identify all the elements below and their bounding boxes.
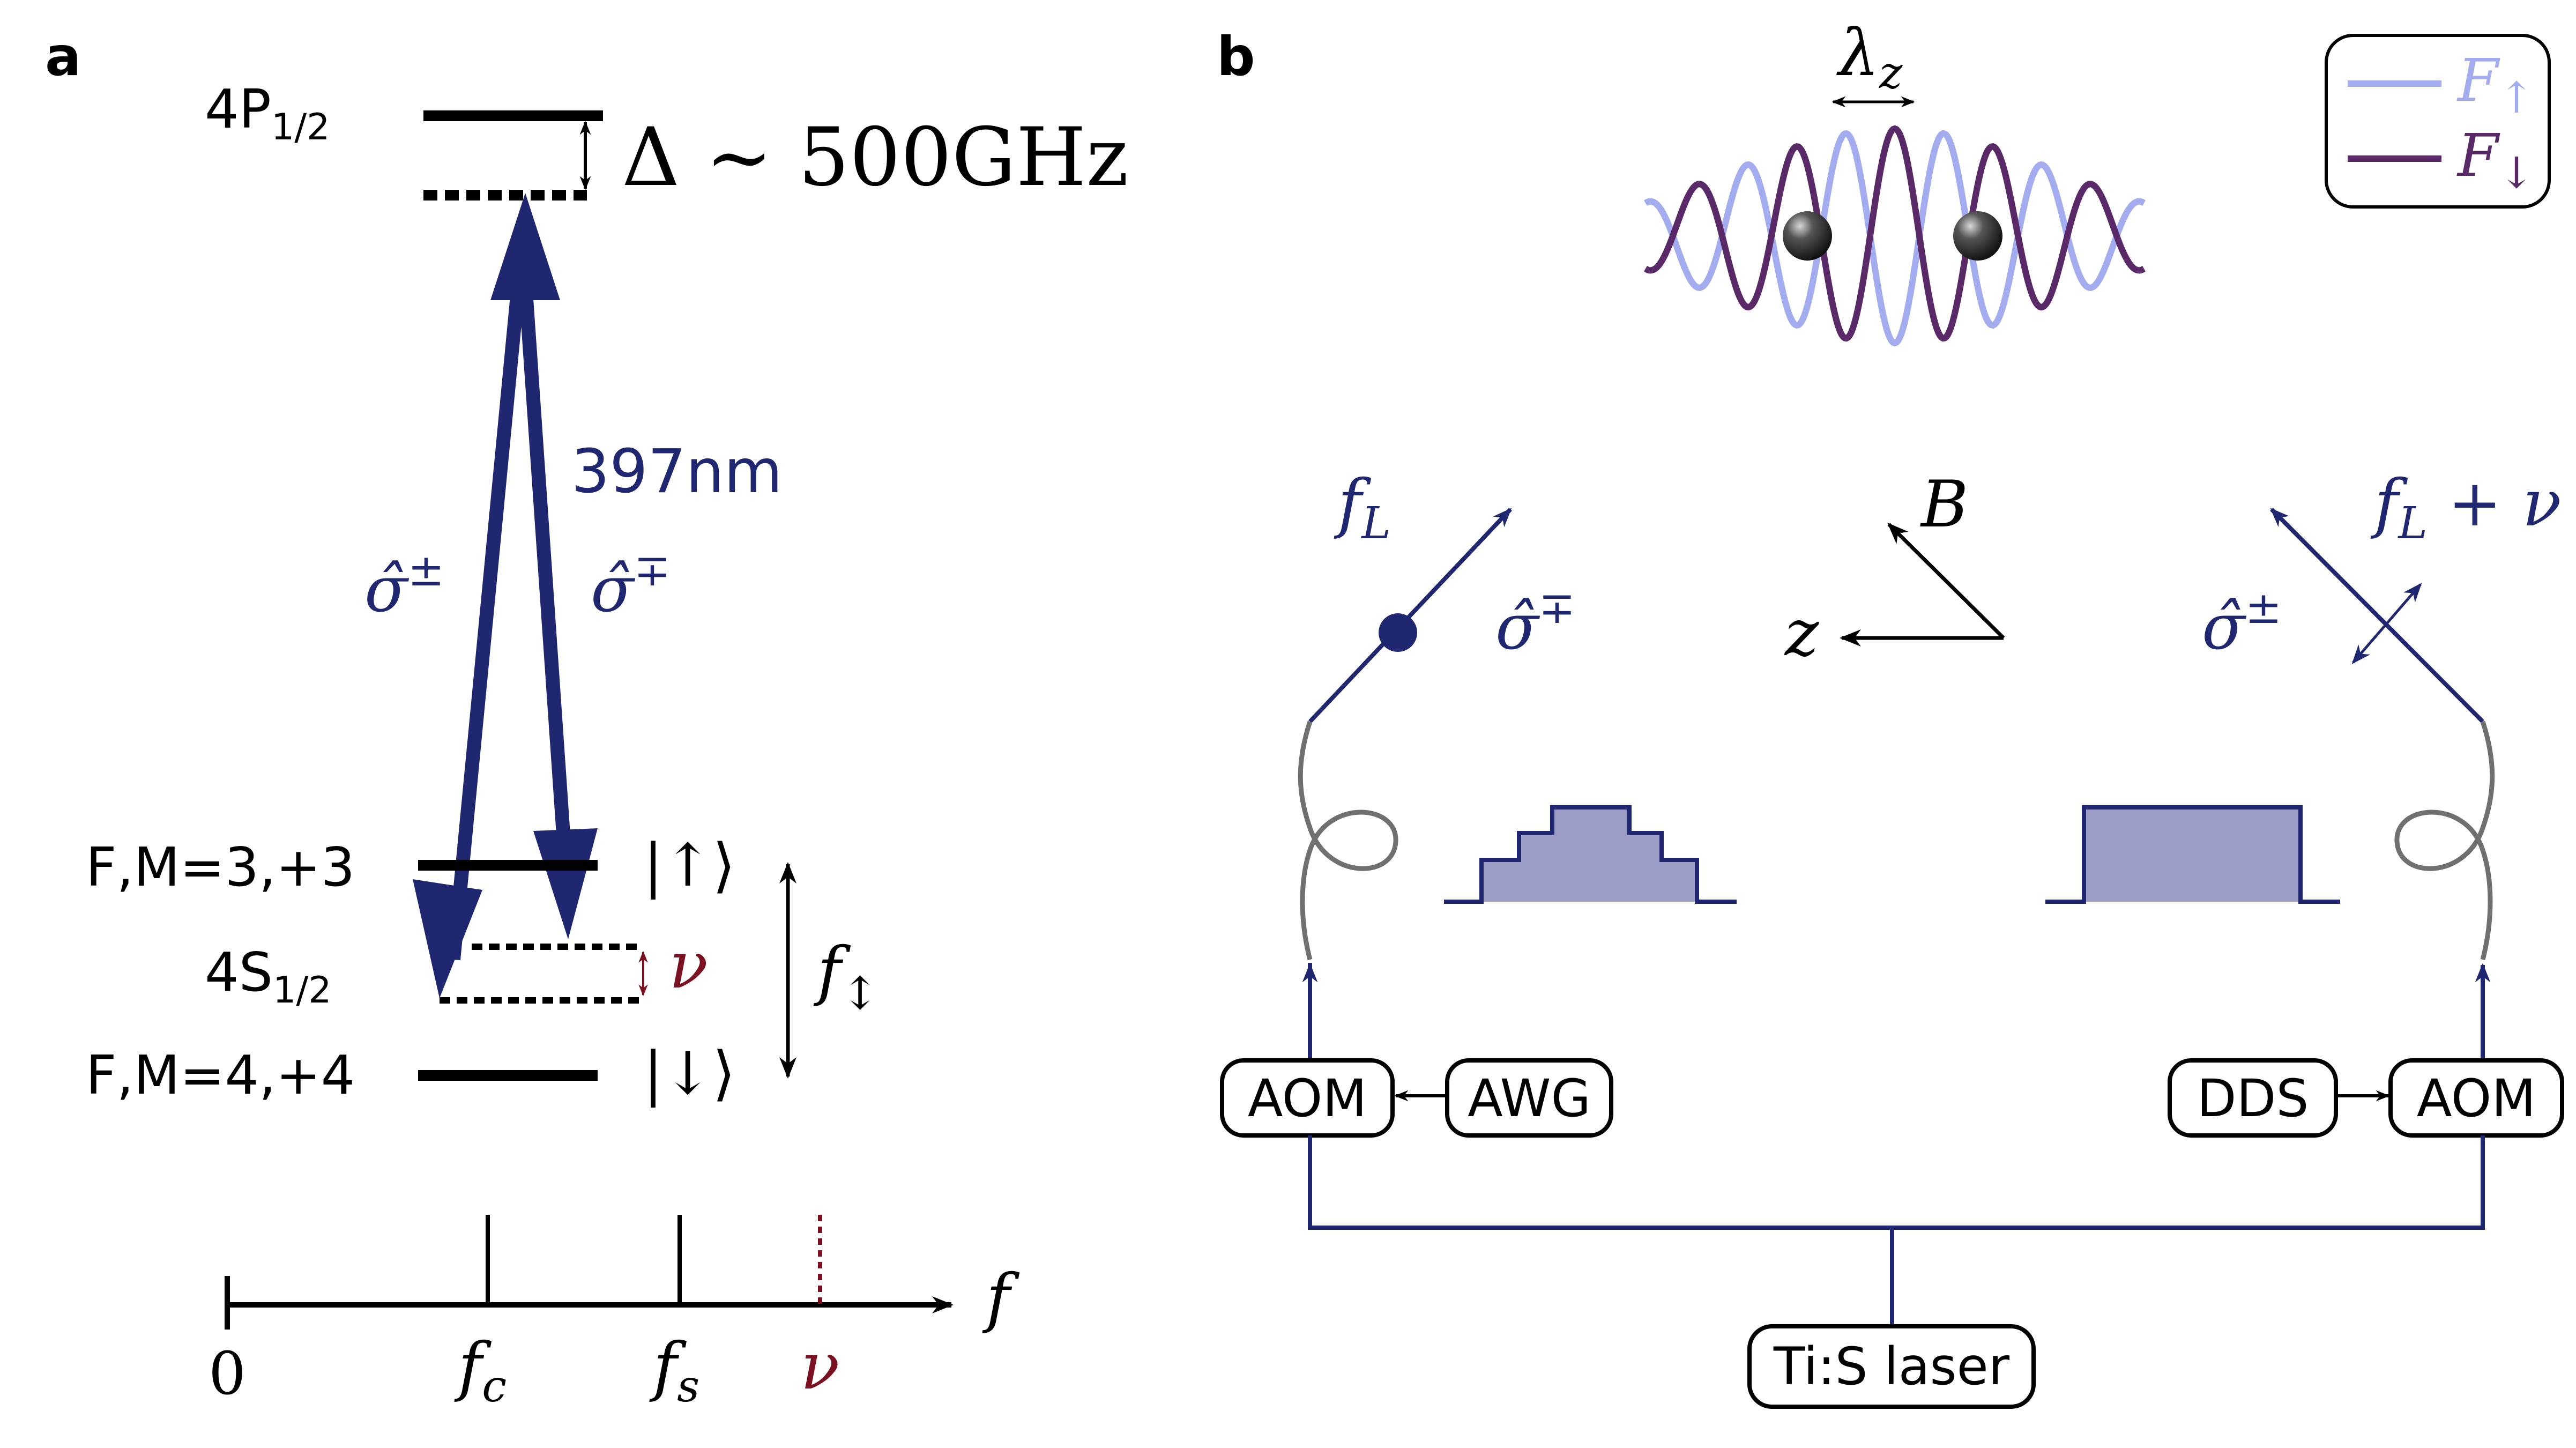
laser-label: Ti:S laser [1773,1336,2010,1397]
wave-f-down [1644,125,2146,342]
square-pulse [2045,805,2340,904]
aom-left-label: AOM [1248,1068,1367,1128]
ion-right [1953,211,2002,261]
upper-ground-label: F,M=3,+3 [86,836,355,898]
legend-f-up-label: F↑ [2456,46,2534,123]
fL-label: fL [1334,466,1391,549]
sigma-mp-label: σ̂∓ [591,545,671,626]
z-axis-label: z [1784,596,1819,671]
level-4s-label: 4S1/2 [205,941,332,1012]
fL-plus-nu-label: fL + ν [2370,466,2562,549]
axis-nu-label: ν [801,1330,840,1404]
raman-arrowhead-top [490,193,560,300]
level-4p-subscript: 1/2 [271,106,330,148]
lower-ground-label: F,M=4,+4 [86,1044,355,1107]
level-4p-label: 4P1/2 [205,78,330,148]
nu-label: ν [669,929,708,1003]
awg-label: AWG [1468,1068,1591,1128]
right-fiber [2394,721,2495,961]
frequency-axis: 0 fc fs ν f [209,1215,1020,1412]
legend-f-down-label: F↓ [2456,121,2534,198]
wavelength-label: 397nm [571,437,783,507]
aom-left-box [1220,1058,1395,1138]
b-field-label: B [1920,467,1968,542]
ground-splitting-label: f↕ [813,934,879,1020]
device-chain: AOM AWG DDS AOM Ti:S laser [1220,1058,2564,1409]
dds-box [2168,1058,2338,1138]
axis-fc-label: fc [454,1330,507,1412]
ket-up: |↑⟩ [643,831,735,900]
dds-label: DDS [2197,1068,2309,1128]
coordinate-axes: B z [1784,467,2005,671]
left-fiber [1298,721,1398,961]
sigma-right-label: σ̂± [2202,583,2282,664]
raman-beams [413,193,598,998]
left-beam [1308,508,1512,723]
sigma-left-label: σ̂∓ [1495,583,1575,664]
axis-zero-label: 0 [209,1339,246,1408]
axis-f-label: f [982,1261,1020,1335]
panel-b-label: b [1217,25,1255,88]
axis-fs-label: fs [649,1330,700,1412]
staircase-pulse [1444,805,1737,904]
ket-down: |↓⟩ [643,1039,735,1108]
legend-box [2325,34,2551,209]
raman-arrowhead-right [533,828,598,939]
awg-box [1445,1058,1613,1138]
right-beam-path: fL + ν σ̂± [2202,466,2562,1072]
ion-left [1783,211,1832,261]
right-beam [2270,508,2484,723]
sigma-pm-label: σ̂± [364,545,444,626]
sigma-mp-beam-down [517,268,572,858]
aom-right-box [2388,1058,2564,1138]
raman-arrowhead-left [413,879,482,998]
wave-f-up [1644,130,2146,347]
standing-wave [1644,125,2146,347]
level-4s-subscript: 1/2 [273,969,331,1012]
sigma-pm-beam-up [446,267,527,961]
detuning-label: Δ ∼ 500GHz [622,111,1128,204]
laser-distribution-line [1308,1135,2485,1230]
legend: F↑ F↓ [2325,34,2551,209]
lambda-label: λz [1836,16,1903,99]
b-field-arrow [1887,523,2005,640]
left-beam-path: fL σ̂∓ [1298,466,1575,1072]
aom-right-label: AOM [2417,1068,2536,1128]
panel-a-label: a [45,25,81,88]
laser-box [1747,1324,2036,1409]
left-polarization-dot [1379,613,1417,652]
right-polarization-arrow [2351,583,2422,664]
